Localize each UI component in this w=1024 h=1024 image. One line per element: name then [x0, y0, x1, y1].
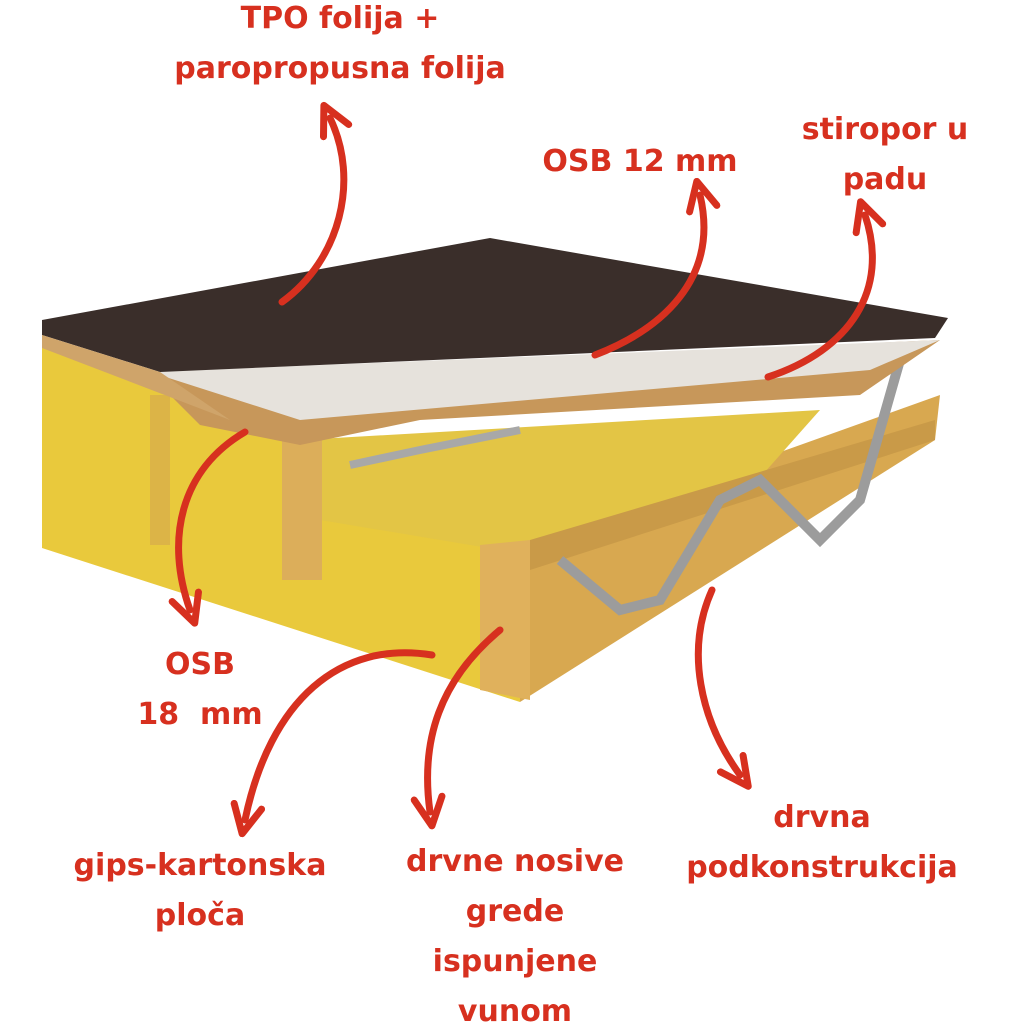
timber-beam-front: [480, 540, 530, 700]
label-line: gips-kartonska: [73, 848, 327, 883]
label-line: podkonstrukcija: [686, 850, 958, 885]
label-tpo: TPO folija + paropropusna folija: [174, 0, 506, 94]
label-line: drvne nosive: [406, 844, 624, 879]
label-osb-18: OSB 18 mm: [137, 640, 262, 740]
steel-web: [556, 358, 905, 616]
timber-beam: [282, 430, 322, 580]
label-line: ploča: [154, 898, 246, 933]
arrow-osb12: [591, 177, 721, 359]
label-line: stiropor u: [801, 112, 969, 147]
label-line: OSB: [165, 647, 235, 682]
eps-layer: [150, 340, 940, 420]
label-line: drvna: [773, 800, 871, 835]
label-line: 18 mm: [137, 697, 263, 732]
label-osb-12: OSB 12 mm: [542, 137, 737, 187]
tpo-membrane-layer: [42, 238, 948, 372]
arrow-gips: [230, 649, 436, 838]
arrow-tpo: [278, 101, 353, 306]
label-line: paropropusna folija: [174, 51, 506, 86]
arrow-beams: [410, 626, 504, 830]
arrow-eps: [764, 198, 887, 381]
timber-beam-left: [150, 395, 170, 545]
osb-18-edge: [42, 335, 230, 420]
label-line: ispunjene: [432, 944, 598, 979]
label-beams: drvne nosive grede ispunjene vunom: [406, 837, 624, 1024]
label-line: vunom: [457, 994, 573, 1024]
label-eps: stiropor u padu: [802, 105, 969, 205]
label-gips: gips-kartonska ploča: [74, 841, 327, 941]
label-line: padu: [842, 162, 928, 197]
steel-web: [349, 426, 521, 469]
label-substructure: drvna podkonstrukcija: [686, 793, 958, 893]
arrow-osb18: [168, 428, 249, 627]
label-line: grede: [465, 894, 565, 929]
label-line: OSB 12 mm: [542, 144, 738, 179]
label-line: TPO folija +: [240, 1, 440, 36]
arrow-substructure: [694, 586, 752, 790]
